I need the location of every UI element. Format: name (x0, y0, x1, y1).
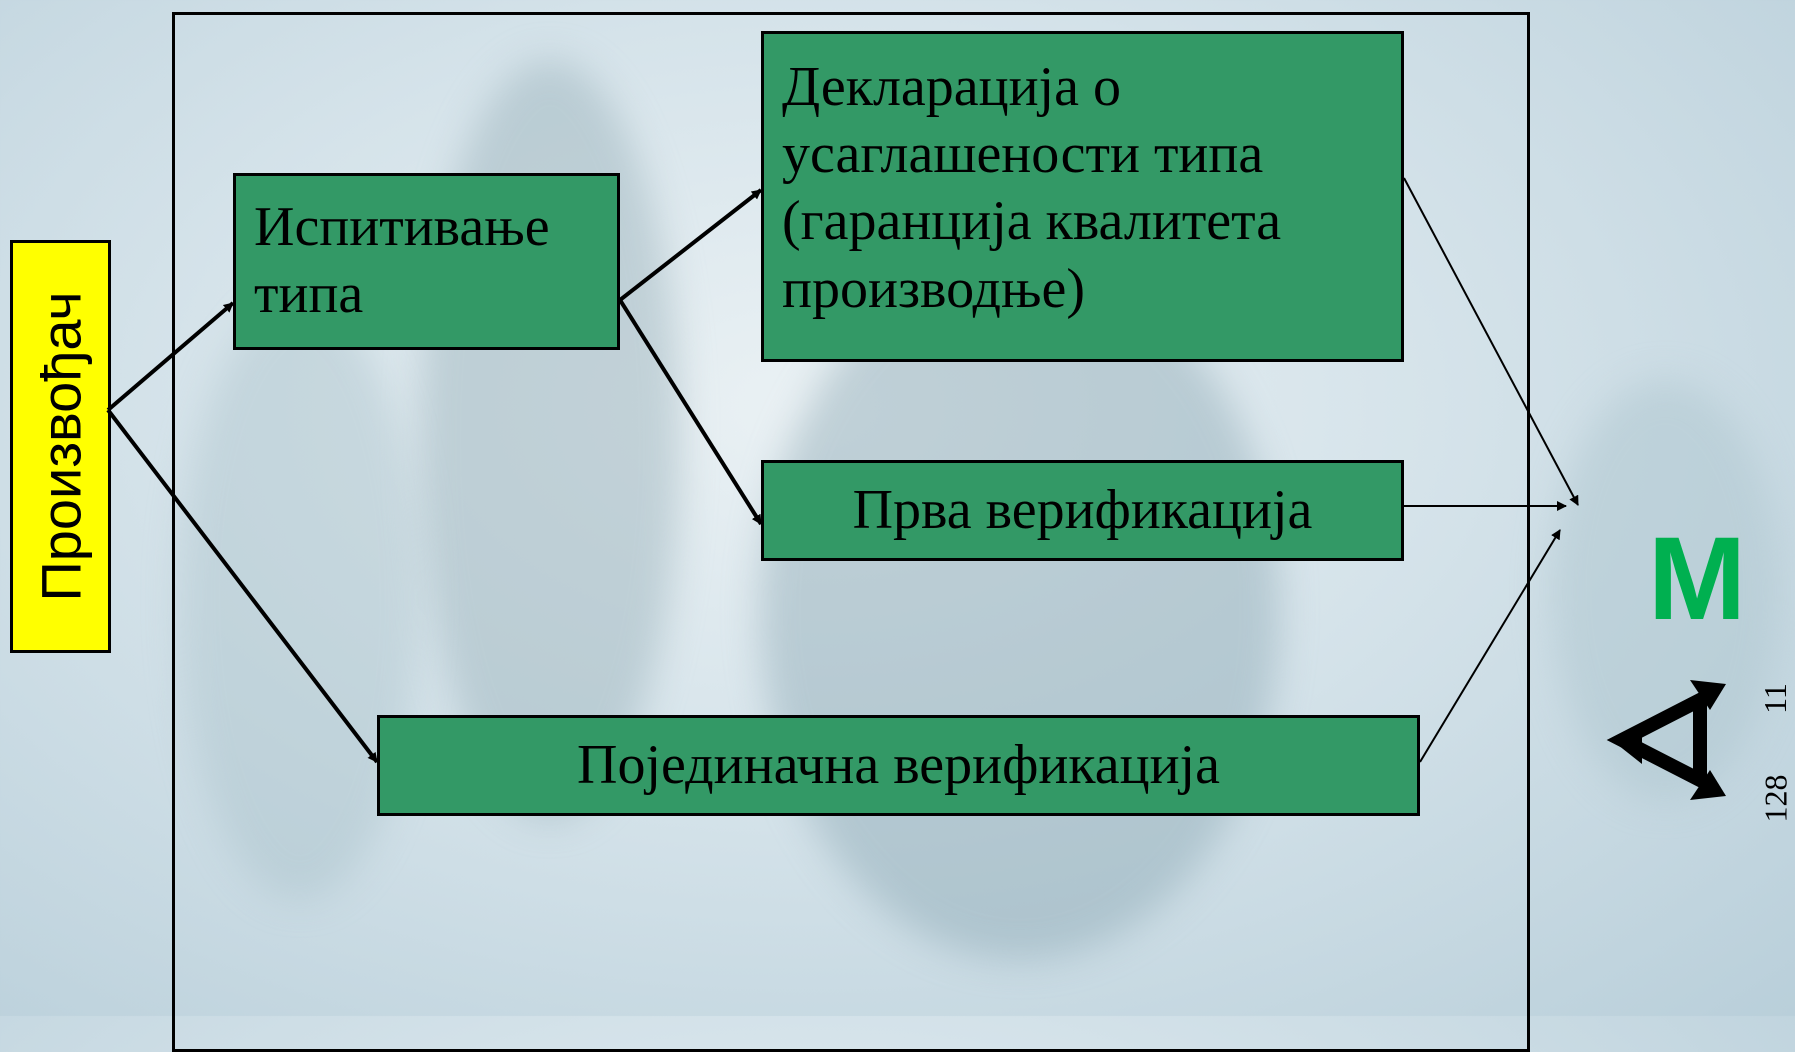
arrow-manufacturer-to-type-exam (106, 301, 235, 412)
type-examination-box: Испитивање типа (233, 173, 620, 350)
declaration-box: Декларација о усаглашености типа (гаранц… (761, 31, 1404, 362)
type-examination-label: Испитивање типа (254, 196, 550, 326)
metrology-triangle-icon (1606, 688, 1707, 792)
arrow-manufacturer-to-individual (106, 408, 379, 764)
metrology-triangle-segments-icon (1618, 680, 1726, 800)
arrow-individual-to-mark (1419, 529, 1561, 763)
individual-verification-box: Појединачна верификација (377, 715, 1420, 816)
manufacturer-box: Произвођач (10, 240, 111, 653)
first-verification-box: Прва верификација (761, 460, 1404, 561)
mark-number-11: 11 (1756, 683, 1793, 714)
metrology-mark-letter: M (1647, 513, 1747, 645)
first-verification-label: Прва верификација (852, 478, 1313, 541)
arrow-declaration-to-mark (1403, 177, 1579, 506)
flow-arrows (106, 177, 1726, 800)
individual-verification-label: Појединачна верификација (577, 733, 1220, 796)
arrow-type-exam-to-declaration (618, 188, 763, 302)
mark-number-128: 128 (1757, 774, 1794, 823)
arrow-type-exam-to-first-verification (618, 298, 763, 526)
declaration-label: Декларација о усаглашености типа (гаранц… (782, 56, 1282, 320)
